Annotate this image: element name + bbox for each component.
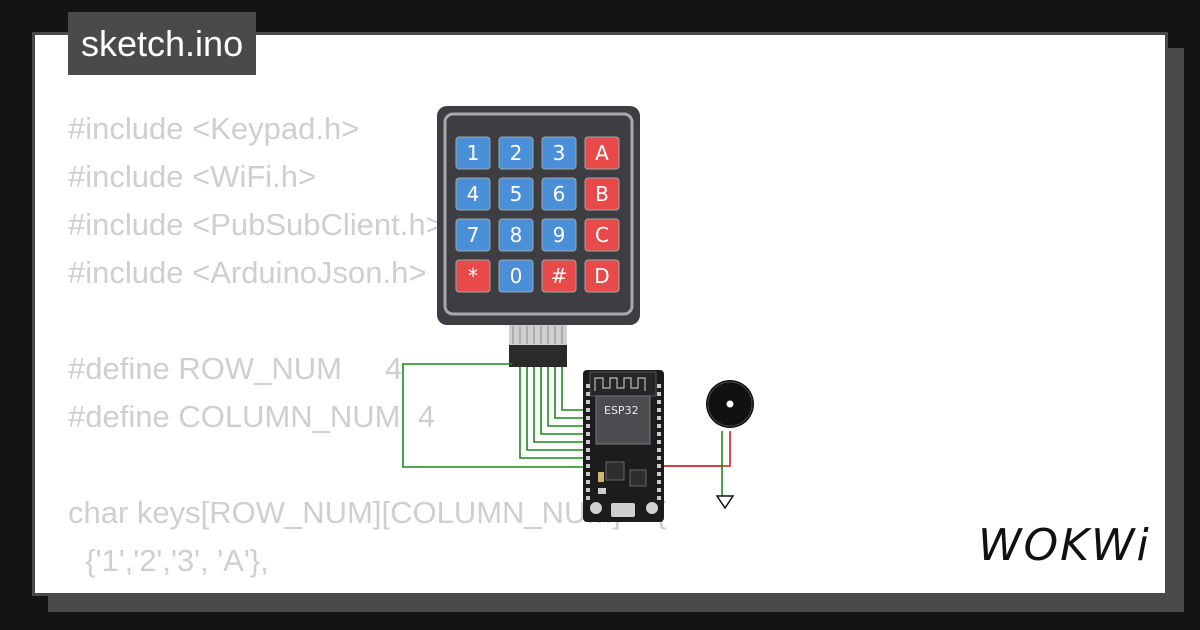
piezo-buzzer[interactable]	[706, 380, 754, 428]
code-line: #include <WiFi.h>	[68, 159, 317, 194]
keypad-key-3[interactable]: 3	[541, 136, 577, 170]
keypad-key-B[interactable]: B	[584, 177, 620, 211]
keypad-key-A[interactable]: A	[584, 136, 620, 170]
keypad-key-7[interactable]: 7	[455, 218, 491, 252]
code-line: {'4','5','6', 'B'},	[68, 585, 667, 593]
key-label: 7	[467, 223, 480, 247]
keypad-key-0[interactable]: 0	[498, 259, 534, 293]
key-label: A	[595, 141, 609, 165]
key-label: 8	[510, 223, 523, 247]
key-label: 3	[553, 141, 566, 165]
keypad-key-6[interactable]: 6	[541, 177, 577, 211]
key-label: B	[595, 182, 609, 206]
key-label: 2	[510, 141, 523, 165]
ground-symbol-icon	[715, 495, 735, 510]
keypad-key-D[interactable]: D	[584, 259, 620, 293]
keypad-connector	[509, 325, 567, 367]
key-label: 5	[510, 182, 523, 206]
keypad-key-9[interactable]: 9	[541, 218, 577, 252]
key-label: 0	[510, 264, 523, 288]
code-line: #include <PubSubClient.h>	[68, 207, 444, 242]
wires	[402, 363, 590, 468]
chip-label: ESP32	[604, 404, 639, 417]
key-label: *	[468, 264, 478, 288]
keypad-4x4[interactable]: 1 2 3 A 4 5 6 B 7 8 9 C * 0 # D	[437, 106, 640, 325]
esp32-devkit-board[interactable]: ESP32	[583, 370, 664, 522]
key-label: 6	[553, 182, 566, 206]
sketch-file-tab[interactable]: sketch.ino	[68, 12, 257, 75]
key-label: D	[594, 264, 609, 288]
code-line: {'1','2','3', 'A'},	[68, 543, 269, 578]
keypad-key-4[interactable]: 4	[455, 177, 491, 211]
wokwi-logo: WOKWi	[978, 520, 1151, 571]
key-label: 9	[553, 223, 566, 247]
key-label: 1	[467, 141, 480, 165]
buzzer-wires	[662, 431, 731, 496]
key-label: C	[595, 223, 609, 247]
keypad-key-#[interactable]: #	[541, 259, 577, 293]
code-line: char keys[ROW_NUM][COLUMN_NUM] = {	[68, 495, 667, 530]
keypad-key-5[interactable]: 5	[498, 177, 534, 211]
key-label: #	[551, 264, 568, 288]
code-line: #include <ArduinoJson.h>	[68, 255, 427, 290]
keypad-key-C[interactable]: C	[584, 218, 620, 252]
code-preview: #include <Keypad.h> #include <WiFi.h> #inc…	[68, 105, 667, 593]
keypad-key-8[interactable]: 8	[498, 218, 534, 252]
code-line: #define ROW_NUM 4	[68, 351, 403, 386]
code-line: #define COLUMN_NUM 4	[68, 399, 435, 434]
code-line: #include <Keypad.h>	[68, 111, 360, 146]
keypad-keys: 1 2 3 A 4 5 6 B 7 8 9 C * 0 # D	[455, 136, 620, 293]
keypad-key-*[interactable]: *	[455, 259, 491, 293]
keypad-key-2[interactable]: 2	[498, 136, 534, 170]
keypad-key-1[interactable]: 1	[455, 136, 491, 170]
key-label: 4	[467, 182, 480, 206]
